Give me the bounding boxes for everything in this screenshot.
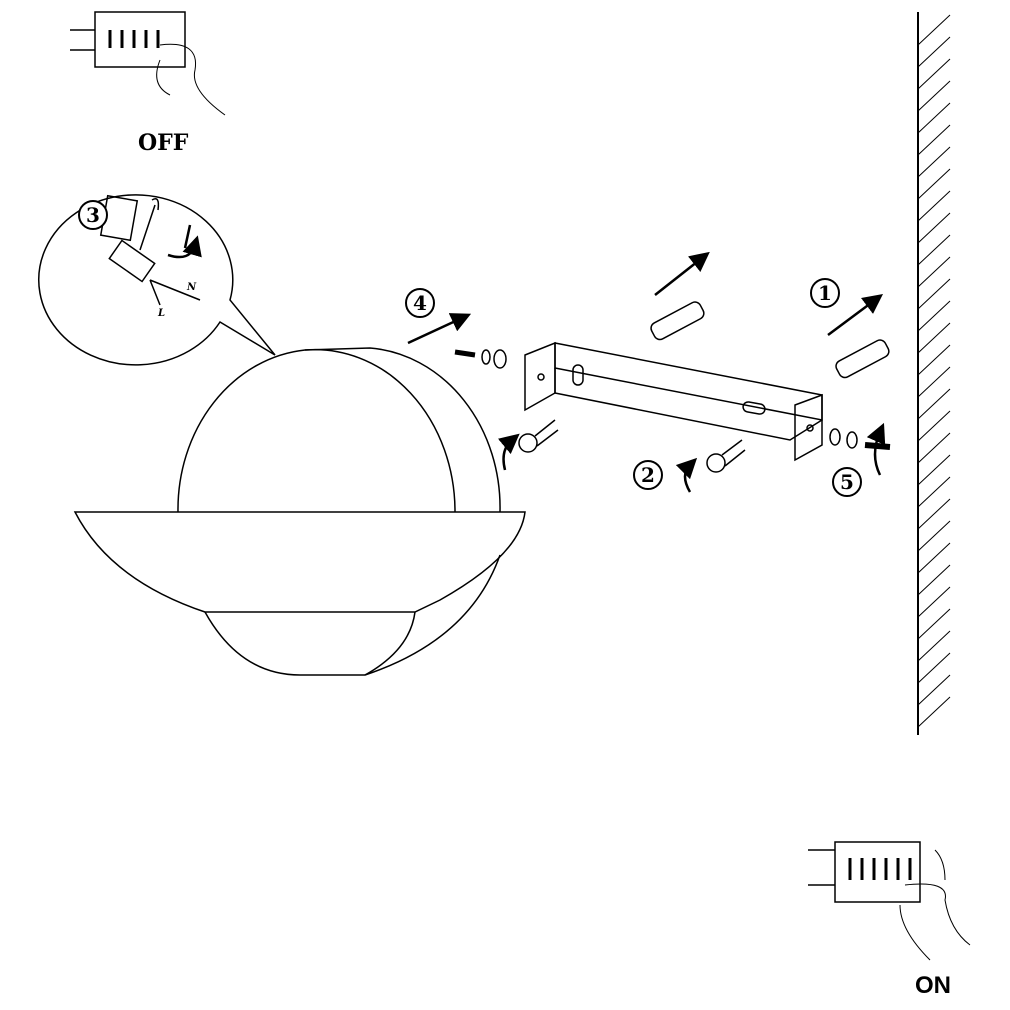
- wall-hatch: [917, 190, 951, 222]
- wall-hatch: [917, 520, 951, 552]
- switch-on-label: ON: [915, 972, 951, 999]
- wall-hatch: [917, 630, 951, 662]
- wall-hatch: [917, 586, 951, 618]
- wall-hatch: [917, 102, 951, 134]
- step-2-badge: 2: [633, 460, 663, 490]
- wall-hatch: [917, 234, 951, 266]
- wall-hatch: [917, 278, 951, 310]
- wall-hatch: [917, 366, 951, 398]
- wall-hatch: [917, 542, 951, 574]
- wall-hatch: [917, 344, 951, 376]
- step-4-badge: 4: [405, 288, 435, 318]
- wall-hatch: [917, 498, 951, 530]
- wall-hatch: [917, 652, 951, 684]
- wall-hatch: [917, 410, 951, 442]
- wall-hatch: [917, 476, 951, 508]
- step-3-badge: 3: [78, 200, 108, 230]
- wall-hatch: [917, 14, 951, 46]
- screw-washers-left: [454, 349, 507, 369]
- wall-hatch: [917, 124, 951, 156]
- breaker-off: [70, 11, 226, 116]
- step-1-badge: 1: [810, 278, 840, 308]
- wall-hatch: [917, 388, 951, 420]
- wall: [917, 12, 951, 735]
- wall-hatch: [917, 432, 951, 464]
- wiring-callout: [38, 194, 276, 366]
- wall-hatch: [917, 322, 951, 354]
- wall-hatch: [917, 696, 951, 728]
- wall-hatch: [917, 454, 951, 486]
- wall-hatch: [917, 300, 951, 332]
- wall-hatch: [917, 168, 951, 200]
- neutral-wire-label: N: [187, 282, 197, 293]
- screw-washers-right: [829, 428, 891, 450]
- mounting-bracket: [524, 341, 823, 462]
- screw: [706, 439, 746, 473]
- wall-plug: [835, 339, 890, 379]
- step-5-badge: 5: [832, 467, 862, 497]
- live-wire-label: L: [158, 308, 166, 319]
- wall-hatch: [917, 674, 951, 706]
- wall-hatch: [917, 256, 951, 288]
- wall-hatch: [917, 80, 951, 112]
- breaker-on: [808, 841, 971, 961]
- lamp-fixture: [73, 347, 526, 676]
- wall-hatch: [917, 564, 951, 596]
- wall-hatch: [917, 212, 951, 244]
- wall-hatch: [917, 146, 951, 178]
- wall-hatch: [917, 608, 951, 640]
- direction-arrows: [407, 251, 886, 493]
- switch-off-label: OFF: [138, 130, 189, 156]
- wall-plug: [650, 301, 705, 341]
- screw: [518, 419, 559, 453]
- wall-hatch: [917, 58, 951, 90]
- wall-hatch: [917, 36, 951, 68]
